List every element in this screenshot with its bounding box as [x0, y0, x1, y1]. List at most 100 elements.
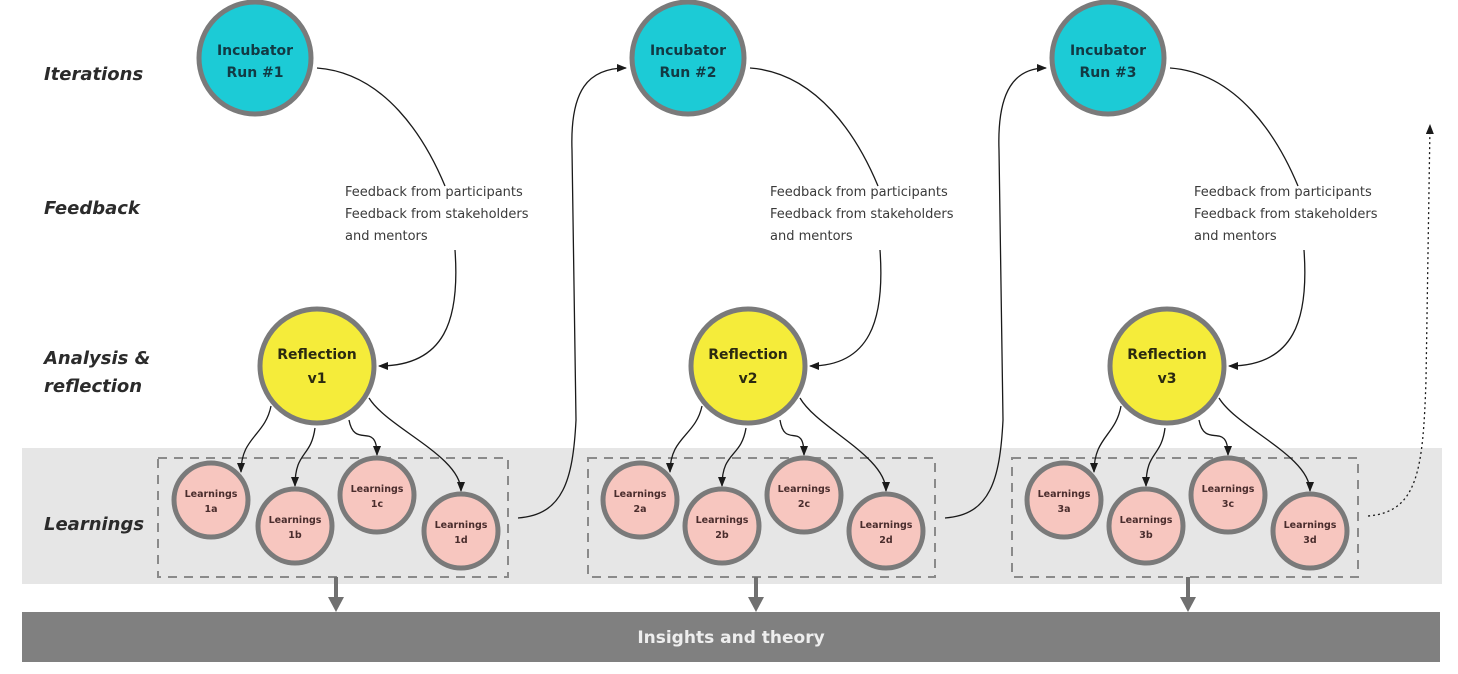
- learning-circle: [337, 455, 417, 535]
- learning-label-line2: 3b: [1139, 530, 1153, 541]
- reflection-label-line1: Reflection: [708, 347, 788, 363]
- learning-circle: [171, 460, 251, 540]
- learnings-container: [587, 457, 936, 578]
- learning-label-line1: Learnings: [435, 520, 488, 531]
- learning-node: Learnings 3c: [1188, 455, 1268, 535]
- edge-reflection-to-learning: [1142, 427, 1166, 487]
- incubator-label-line1: Incubator: [217, 43, 293, 59]
- learning-label-line1: Learnings: [351, 484, 404, 495]
- learning-node: Learnings 1a: [171, 460, 251, 540]
- incubator-label-line1: Incubator: [1070, 43, 1146, 59]
- insights-bar-label: Insights and theory: [637, 628, 824, 648]
- feedback-text-line: Feedback from participants: [1194, 185, 1372, 200]
- learning-circle: [1188, 455, 1268, 535]
- reflection-node: Reflection v2: [688, 306, 808, 426]
- incubator-circle: [196, 0, 314, 117]
- feedback-text-line: Feedback from participants: [770, 185, 948, 200]
- learning-label-line1: Learnings: [696, 515, 749, 526]
- edge-reflection-to-learning: [1218, 397, 1314, 492]
- edge-to-next-iteration: [944, 64, 1047, 519]
- row-label-learnings: Learnings: [44, 514, 144, 535]
- edge-reflection-to-learning: [1090, 405, 1122, 473]
- learning-circle: [1024, 460, 1104, 540]
- learning-node: Learnings 3b: [1106, 486, 1186, 566]
- edge-to-next-iteration: [517, 64, 627, 519]
- edge-reflection-to-learning: [1198, 419, 1232, 456]
- edge-feedback-to-reflection: [378, 249, 457, 370]
- learning-circle: [764, 455, 844, 535]
- edge-incubator-to-feedback: [1169, 67, 1299, 187]
- learning-label-line1: Learnings: [1284, 520, 1337, 531]
- edge-reflection-to-learning: [237, 405, 272, 473]
- feedback-text-line: Feedback from stakeholders: [770, 207, 954, 222]
- reflection-label-line1: Reflection: [1127, 347, 1207, 363]
- learning-node: Learnings 3d: [1270, 491, 1350, 571]
- learning-circle: [421, 491, 501, 571]
- edge-incubator-to-feedback: [749, 67, 879, 187]
- learning-label-line2: 3c: [1222, 499, 1234, 510]
- edge-feedback-to-reflection: [809, 249, 882, 370]
- learning-label-line2: 3d: [1303, 535, 1316, 546]
- reflection-label-line1: Reflection: [277, 347, 357, 363]
- learning-label-line2: 2a: [633, 504, 646, 515]
- learnings-container: [1011, 457, 1359, 578]
- edge-reflection-to-learning: [779, 419, 808, 456]
- learning-circle: [1270, 491, 1350, 571]
- learning-circle: [255, 486, 335, 566]
- incubator-label-line1: Incubator: [650, 43, 726, 59]
- learning-label-line1: Learnings: [1120, 515, 1173, 526]
- learning-circle: [846, 491, 926, 571]
- reflection-label-line2: v2: [739, 371, 758, 387]
- reflection-circle: [1107, 306, 1227, 426]
- edge-incubator-to-feedback: [316, 67, 446, 187]
- learning-label-line2: 2b: [715, 530, 729, 541]
- reflection-circle: [688, 306, 808, 426]
- feedback-text-line: Feedback from stakeholders: [1194, 207, 1378, 222]
- incubator-circle: [1049, 0, 1167, 117]
- learning-label-line1: Learnings: [185, 489, 238, 500]
- learning-label-line2: 1d: [454, 535, 467, 546]
- edge-reflection-to-learning: [348, 419, 381, 456]
- learning-label-line1: Learnings: [614, 489, 667, 500]
- feedback-text-line: Feedback from stakeholders: [345, 207, 529, 222]
- learning-node: Learnings 2b: [682, 486, 762, 566]
- learning-label-line1: Learnings: [269, 515, 322, 526]
- learning-label-line1: Learnings: [778, 484, 831, 495]
- learning-label-line2: 2d: [879, 535, 892, 546]
- edge-reflection-to-learning: [368, 397, 465, 492]
- feedback-text-line: and mentors: [345, 229, 428, 244]
- learning-circle: [600, 460, 680, 540]
- incubator-label-line2: Run #3: [1079, 65, 1136, 81]
- learning-label-line2: 1c: [371, 499, 383, 510]
- insight-arrow-head-icon: [748, 597, 764, 612]
- learning-label-line1: Learnings: [1202, 484, 1255, 495]
- insight-arrow-head-icon: [328, 597, 344, 612]
- reflection-label-line2: v1: [308, 371, 327, 387]
- insights-bar: [22, 612, 1440, 662]
- learning-node: Learnings 2d: [846, 491, 926, 571]
- row-label-analysis: Analysis &: [42, 348, 150, 369]
- learning-label-line1: Learnings: [860, 520, 913, 531]
- learnings-container: [157, 457, 509, 578]
- edge-reflection-to-learning: [291, 427, 316, 487]
- learning-label-line2: 3a: [1057, 504, 1070, 515]
- learning-label-line2: 1a: [204, 504, 217, 515]
- edge-reflection-to-learning: [799, 397, 890, 492]
- incubator-label-line2: Run #2: [659, 65, 716, 81]
- insight-arrow-head-icon: [1180, 597, 1196, 612]
- row-label-feedback: Feedback: [44, 198, 141, 219]
- feedback-text-line: Feedback from participants: [345, 185, 523, 200]
- learning-node: Learnings 1c: [337, 455, 417, 535]
- learning-circle: [682, 486, 762, 566]
- incubator-label-line2: Run #1: [226, 65, 283, 81]
- row-label-reflection: reflection: [44, 376, 142, 397]
- row-label-iterations: Iterations: [44, 64, 143, 85]
